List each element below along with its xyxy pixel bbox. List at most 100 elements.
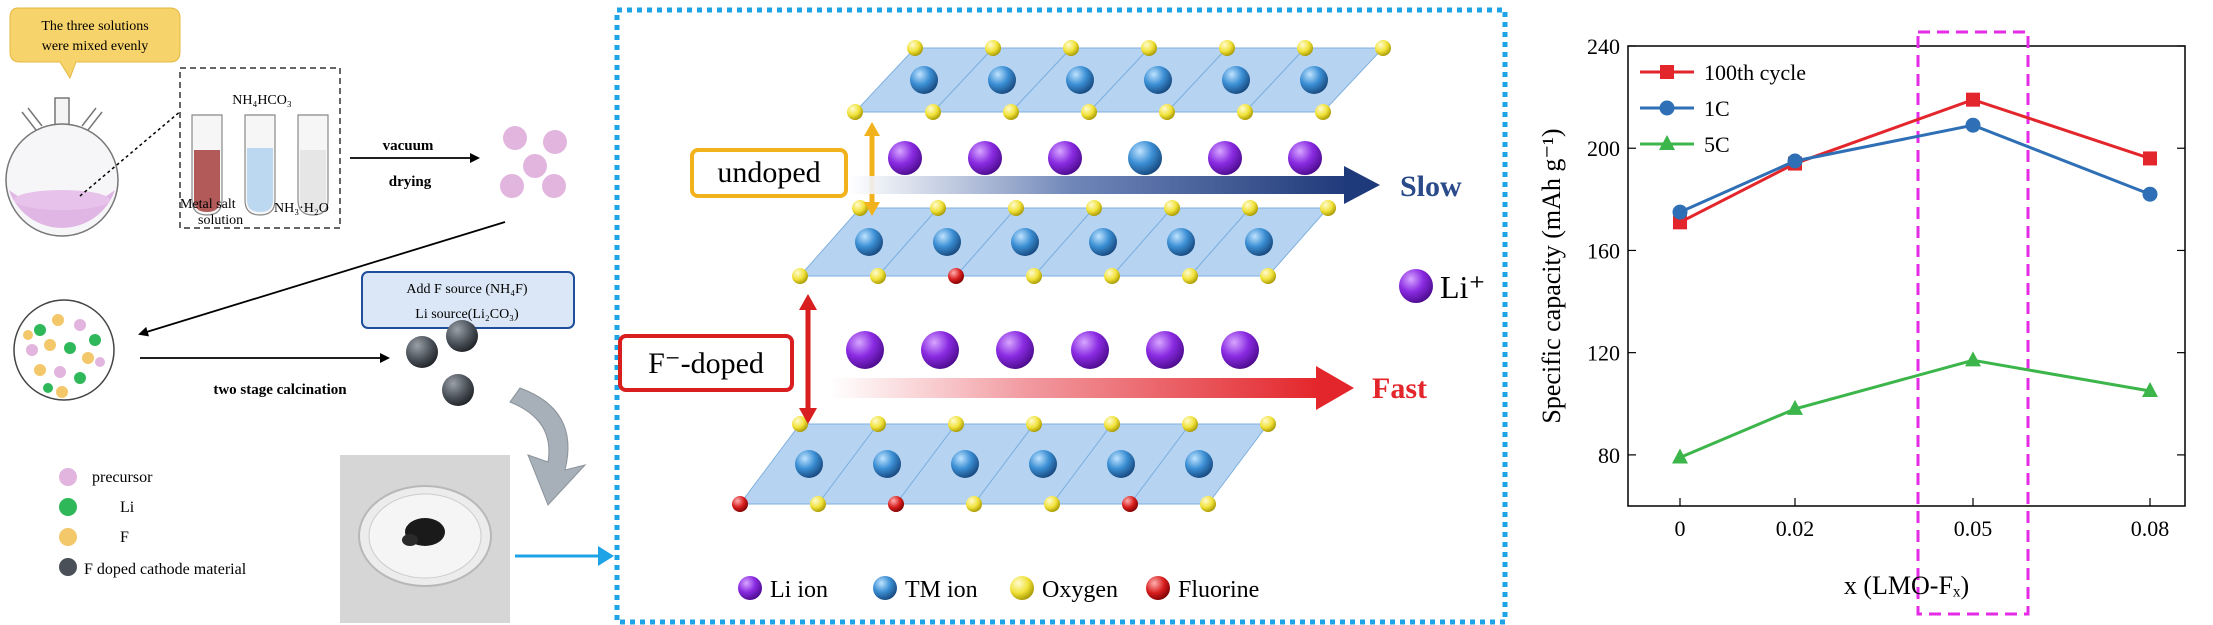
- bubble-text-line2: were mixed evenly: [42, 39, 149, 54]
- legend-fluorine: Fluorine: [1178, 577, 1259, 603]
- fdoped-label: F⁻-doped: [648, 347, 764, 380]
- tm-ion: [1128, 141, 1162, 175]
- oxygen-atom: [1104, 416, 1120, 432]
- atoms: [732, 40, 1391, 512]
- oxygen-atom: [1219, 40, 1235, 56]
- tm-ion: [1167, 228, 1195, 256]
- oxygen-atom: [847, 104, 863, 120]
- legend-label: 100th cycle: [1704, 60, 1806, 85]
- legend-li-dot: [59, 498, 77, 516]
- mixture-dish: [13, 299, 115, 401]
- oxygen-atom: [1237, 104, 1253, 120]
- legend-oxygen-icon: [1010, 576, 1034, 600]
- plot-frame: [1627, 45, 2186, 507]
- tm-ion: [1011, 228, 1039, 256]
- oxygen-atom: [1375, 40, 1391, 56]
- x-tick-label: 0.02: [1776, 516, 1815, 541]
- oxygen-atom: [792, 268, 808, 284]
- legend-marker: [1659, 100, 1675, 116]
- fluorine-atom: [948, 268, 964, 284]
- legend-label: 5C: [1704, 132, 1730, 157]
- tm-ion: [1185, 450, 1213, 478]
- tm-ion: [795, 450, 823, 478]
- add-f-source: Add F source (NH₄F): [406, 282, 527, 297]
- synthesis-panel: The three solutions were mixed evenly: [5, 7, 614, 623]
- legend-fluorine-icon: [1146, 576, 1170, 600]
- legend-precursor: precursor: [92, 469, 153, 486]
- oxygen-atom: [1320, 200, 1336, 216]
- li-plus-label: Li⁺: [1440, 269, 1485, 305]
- legend-li-ion-icon: [738, 576, 762, 600]
- li-ion: [1146, 331, 1184, 369]
- precursor-particles: [500, 126, 567, 198]
- oxygen-atom: [1044, 496, 1060, 512]
- product-photo: [340, 455, 510, 623]
- legend-precursor-dot: [59, 468, 77, 486]
- legend-li-ion: Li ion: [770, 577, 828, 603]
- fast-arrow: [830, 378, 1320, 398]
- legend-doped-dot: [59, 558, 77, 576]
- legend-doped: F doped cathode material: [84, 561, 247, 578]
- li-ion: [1221, 331, 1259, 369]
- tm-ion: [933, 228, 961, 256]
- oxygen-atom: [907, 40, 923, 56]
- li-ion-icon: [1399, 269, 1433, 303]
- oxygen-atom: [810, 496, 826, 512]
- oxygen-atom: [1086, 200, 1102, 216]
- oxygen-atom: [870, 416, 886, 432]
- legend-oxygen: Oxygen: [1042, 577, 1118, 603]
- data-point: [2142, 186, 2158, 202]
- oxygen-atom: [1182, 268, 1198, 284]
- legend-marker: [1660, 65, 1674, 79]
- undoped-box: [690, 148, 848, 198]
- oxygen-atom: [1026, 268, 1042, 284]
- oxygen-atom: [985, 40, 1001, 56]
- oxygen-atom: [925, 104, 941, 120]
- oxygen-atom: [1297, 40, 1313, 56]
- fluorine-atom: [1122, 496, 1138, 512]
- bubble-text-line1: The three solutions: [41, 19, 148, 34]
- fast-label: Fast: [1372, 372, 1427, 405]
- data-point: [1672, 448, 1688, 464]
- zoom-connector: [79, 109, 183, 197]
- data-point: [1673, 215, 1687, 230]
- legend-tm-ion-icon: [873, 576, 897, 600]
- y-tick-label: 80: [1598, 443, 1620, 468]
- data-point: [1965, 117, 1981, 133]
- y-tick-label: 200: [1587, 136, 1620, 161]
- highlight-box: [1916, 30, 2030, 616]
- oxygen-atom: [1242, 200, 1258, 216]
- step-vacuum: vacuum: [383, 138, 434, 154]
- y-tick-label: 240: [1587, 34, 1620, 59]
- test-tubes: [191, 114, 329, 216]
- legend-f: F: [120, 529, 129, 546]
- tm-ion: [1222, 66, 1250, 94]
- li-ion: [968, 141, 1002, 175]
- tm-ion: [951, 450, 979, 478]
- curved-arrow: [509, 387, 587, 506]
- li-ion: [1288, 141, 1322, 175]
- tm-ion: [1066, 66, 1094, 94]
- tm-ion: [1300, 66, 1328, 94]
- data-point: [1672, 204, 1688, 220]
- oxygen-atom: [1003, 104, 1019, 120]
- y-tick-label: 120: [1587, 341, 1620, 366]
- oxygen-atom: [1008, 200, 1024, 216]
- fluorine-atom: [732, 496, 748, 512]
- tm-ion: [1144, 66, 1172, 94]
- data-point: [1966, 92, 1980, 107]
- y-tick-label: 160: [1587, 238, 1620, 263]
- li-ion: [1071, 331, 1109, 369]
- oxygen-atom: [966, 496, 982, 512]
- data-point: [2142, 382, 2158, 397]
- tm-ion: [988, 66, 1016, 94]
- tm-ion: [910, 66, 938, 94]
- li-ion: [1048, 141, 1082, 175]
- mixing-arrow: [138, 221, 506, 337]
- tm-ion: [1107, 450, 1135, 478]
- undoped-label: undoped: [717, 156, 820, 189]
- slow-label: Slow: [1400, 170, 1462, 203]
- li-ion: [921, 331, 959, 369]
- series-line-100th-cycle: [1679, 98, 2151, 224]
